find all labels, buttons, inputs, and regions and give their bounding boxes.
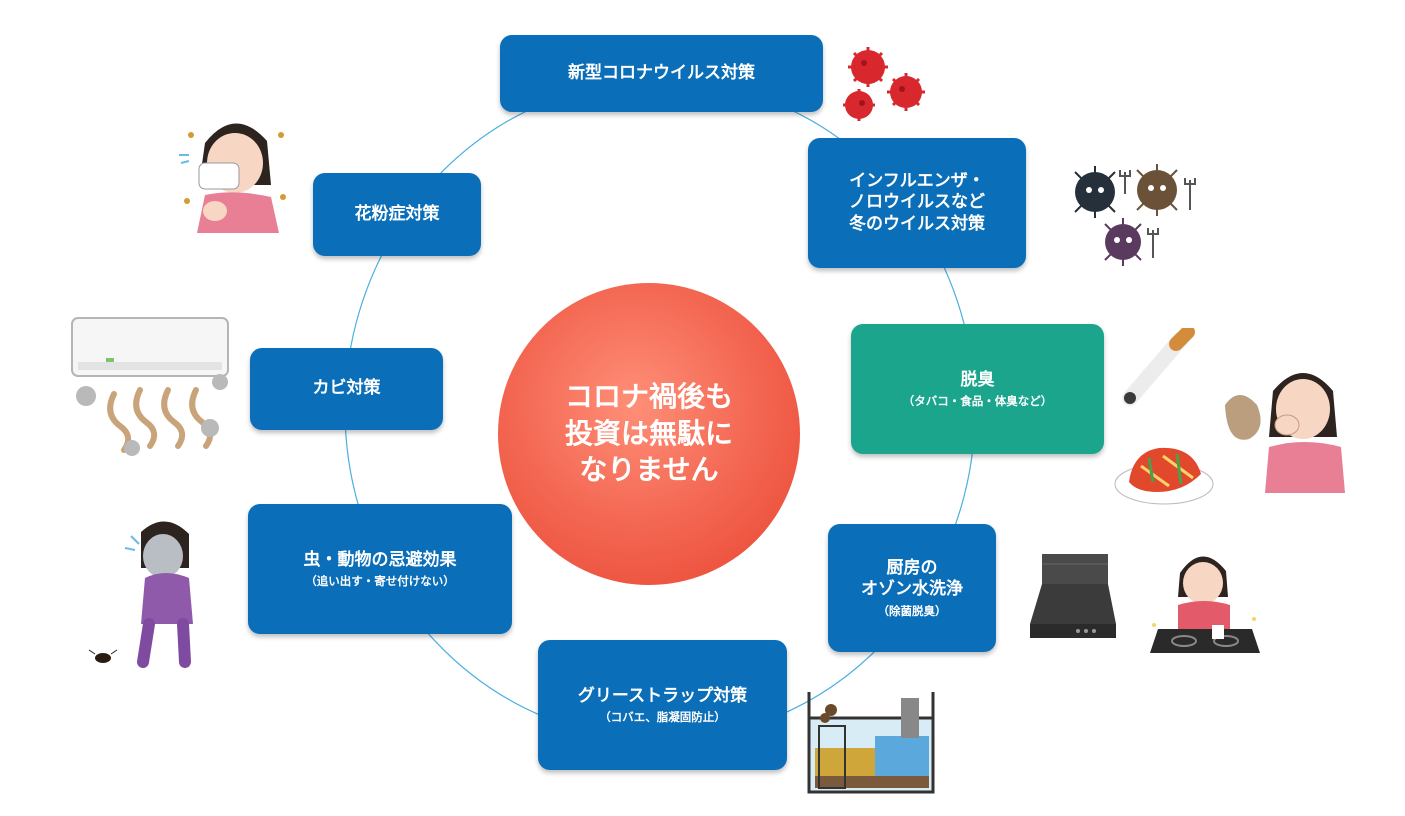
node-kitchen-line-1: 厨房の	[886, 558, 938, 579]
center-line-1: コロナ禍後も	[564, 380, 733, 414]
smelly-woman-icon	[1225, 373, 1345, 493]
node-grease-sub: （コバエ、脂凝固防止）	[599, 709, 726, 724]
node-kitchen-sub: （除菌脱臭）	[877, 603, 947, 618]
node-kitchen: 厨房の オゾン水洗浄 （除菌脱臭）	[828, 524, 996, 652]
node-insect-title: 虫・動物の忌避効果	[303, 549, 457, 570]
node-pollen-title: 花粉症対策	[354, 203, 440, 224]
node-insect: 虫・動物の忌避効果 （追い出す・寄せ付けない）	[248, 504, 512, 634]
node-corona: 新型コロナウイルス対策	[500, 35, 823, 112]
flu-viruses-icon	[1074, 164, 1196, 266]
node-grease-title: グリーストラップ対策	[577, 685, 748, 706]
covid-virus-icon	[843, 47, 925, 121]
center-line-2: 投資は無駄に	[564, 416, 733, 450]
air-conditioner-mold-icon	[71, 317, 229, 456]
center-circle: コロナ禍後も 投資は無駄に なりません	[498, 283, 800, 585]
cigarette-icon	[1122, 328, 1195, 406]
center-line-3: なりません	[579, 453, 719, 487]
kimchi-icon	[1114, 447, 1214, 505]
node-mold-title: カビ対策	[312, 378, 381, 399]
scared-woman-cockroach-icon	[88, 521, 193, 668]
node-kitchen-line-2: オゾン水洗浄	[861, 579, 963, 600]
node-winter-line-1: インフルエンザ・	[849, 171, 985, 192]
node-winter-virus: インフルエンザ・ ノロウイルスなど 冬のウイルス対策	[808, 138, 1026, 268]
node-winter-line-3: 冬のウイルス対策	[849, 213, 985, 234]
allergy-woman-mask-icon	[179, 123, 286, 233]
woman-cleaning-stove-icon	[1150, 556, 1260, 653]
node-deodor-title: 脱臭	[960, 369, 995, 390]
node-corona-title: 新型コロナウイルス対策	[568, 62, 755, 83]
node-mold: カビ対策	[250, 348, 443, 430]
node-deodorize: 脱臭 （タバコ・食品・体臭など）	[851, 324, 1104, 454]
range-hood-icon	[1030, 554, 1116, 638]
node-insect-sub: （追い出す・寄せ付けない）	[305, 573, 455, 588]
grease-trap-icon	[807, 692, 935, 794]
node-deodor-sub: （タバコ・食品・体臭など）	[902, 393, 1053, 408]
node-pollen: 花粉症対策	[313, 173, 481, 256]
node-grease-trap: グリーストラップ対策 （コバエ、脂凝固防止）	[538, 640, 787, 770]
node-winter-line-2: ノロウイルスなど	[849, 192, 985, 213]
